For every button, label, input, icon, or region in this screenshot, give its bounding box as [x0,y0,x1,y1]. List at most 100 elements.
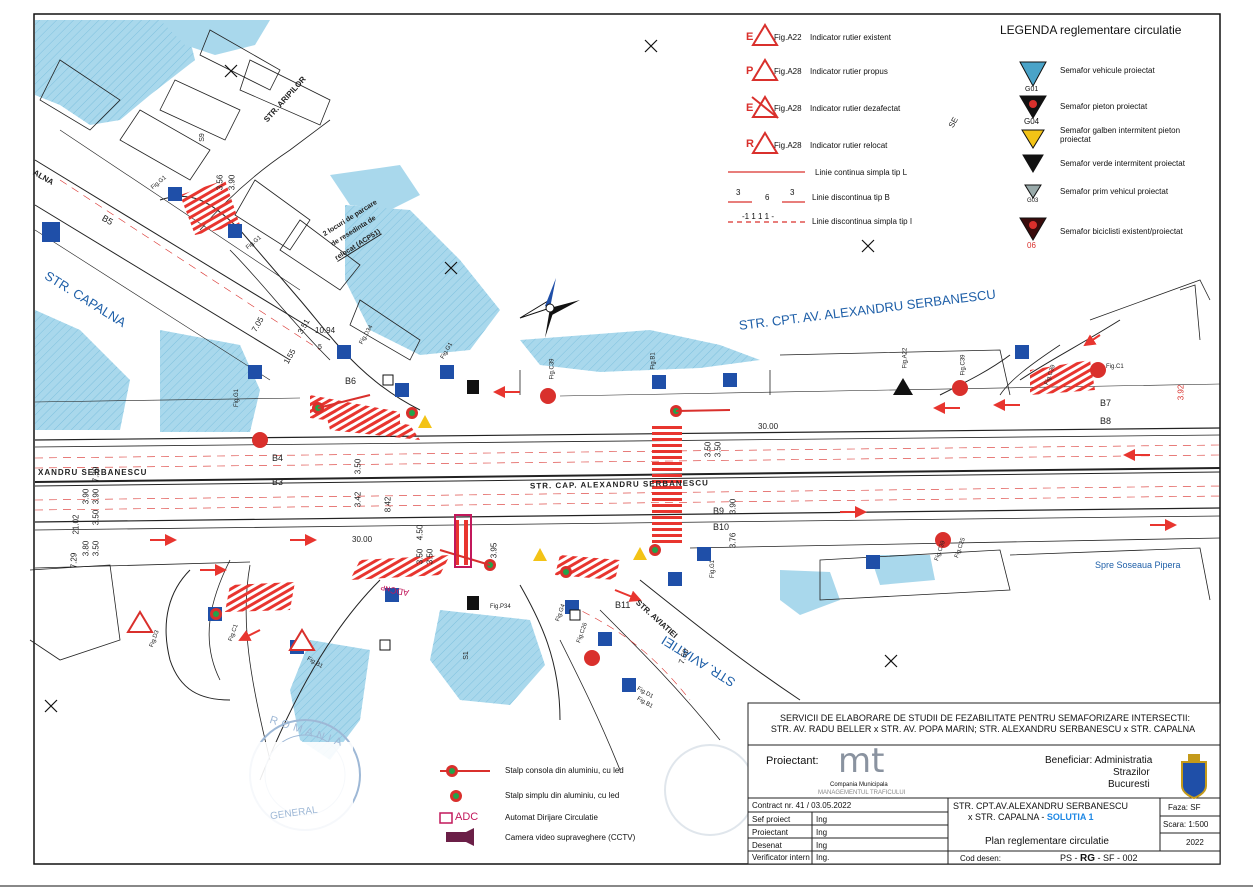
legend-left-letter-2: E [746,102,754,114]
dimension-label: 3.90 [728,498,738,515]
signal-poles [210,394,731,620]
direction-label-pipera: Spre Soseaua Pipera [1095,560,1181,570]
legend-right-symbols [1019,61,1047,241]
sheet-frame [33,13,1221,865]
legend-line-mark: -1 1 1 1 - [742,212,775,221]
direction-arrows [150,334,1177,641]
legend-right-text-3: Semafor verde intermitent proiectat [1060,159,1185,168]
legend-left-text-0: Indicator rutier existent [810,33,891,42]
legend-line-mark: 6 [765,193,770,202]
legend-left-fig-0: Fig.A22 [774,33,802,42]
role-sef-proiect: Sef proiect [752,815,791,824]
legend-left-letter-3: R [746,138,754,150]
street-serbanescu-left: XANDRU SERBANESCU [38,468,148,477]
dimension-label: 3.90 [81,488,91,505]
legend-left-text-2: Indicator rutier dezafectat [810,104,901,113]
name-proiectant: Ing [816,828,828,837]
dimension-label: 30.00 [758,422,779,431]
dimension-label: 8.42 [383,496,393,513]
dimension-label: 3.50 [353,458,363,475]
fig-label: Fig.B1 [650,352,657,370]
stop-b11: B11 [615,600,631,610]
role-proiectant: Proiectant [752,828,789,837]
fig-label: Fig.A22 [902,347,909,369]
stop-b9: B9 [713,506,725,516]
legend-left-fig-2: Fig.A28 [774,104,802,113]
beneficiar-line-3: Bucuresti [1108,779,1150,790]
crosswalks [180,180,1095,612]
title-block-header: SERVICII DE ELABORARE DE STUDII DE FEZAB… [779,713,1191,723]
legend-bottom-text-2: Automat Dirijare Circulatie [505,813,598,822]
fig-label: Fig.G1 [234,388,241,408]
name-verificator: Ing. [816,853,830,862]
dimension-label: 30.00 [352,535,373,544]
dimension-label: 3.92 [1176,384,1186,401]
legend-line-mark: 3 [736,188,741,197]
road-signs [42,187,1106,692]
legend-bottom-tag-2: ADC [455,811,479,823]
dimension-label: 3.50 [415,548,425,565]
legend-right-code-1: G04 [1024,117,1040,126]
title-block-header-2: STR. AV. RADU BELLER x STR. AV. POPA MAR… [770,724,1196,734]
dimension-label: 10.94 [315,326,336,335]
dimension-label: 3.80 [81,540,91,557]
dimension-label: 3.42 [353,491,363,508]
dimension-label: 3.90 [91,488,101,505]
legend-bottom-text-1: Stalp simplu din aluminiu, cu led [505,791,620,800]
scara-label: Scara: 1:500 [1163,820,1209,829]
fig-label: Fig.P34 [490,604,511,610]
dimension-label: 4.50 [415,524,425,541]
company-name-2: MANAGEMENTUL TRAFICULUI [818,790,906,796]
legend-right-text-2: Semafor galben intermitent pieton proiec… [1060,126,1181,144]
stamp-mask [118,742,353,862]
legend-right-code-5: 06 [1027,241,1036,250]
legend-right-text-4: Semafor prim vehicul proiectat [1060,187,1169,196]
cod-desen-value: PS - RG - SF - 002 [1060,853,1138,864]
legend-left-line-1: Linie discontinua tip B [812,193,890,202]
dimension-label: 3.95 [489,542,499,559]
legend-left-fig-3: Fig.A28 [774,141,802,150]
building-outlines [29,29,1211,661]
beneficiar-line-2: Strazilor [1113,767,1150,778]
adc-cabinet [454,514,472,568]
role-verificator: Verificator intern [752,853,810,862]
dimension-label: 7.29 [69,552,79,569]
dimension-label: 3.50 [425,548,435,565]
fig-label: Fig.G1 [710,559,717,579]
stop-b8: B8 [1100,416,1112,426]
legend-bottom-text-3: Camera video supraveghere (CCTV) [505,833,636,842]
fig-label: Fig.C39 [960,354,967,376]
dimension-label: 3.50 [91,540,101,557]
year-label: 2022 [1186,838,1204,847]
road-lines [34,119,1221,781]
faza-label: Faza: SF [1168,803,1201,812]
cod-desen-label: Cod desen: [960,854,1001,863]
fig-label: Fig.C1 [1106,364,1124,370]
legend-left-symbols [728,23,805,223]
legend-right-text-5: Semafor biciclisti existent/proiectat [1060,227,1183,236]
dimension-label: 3.76 [728,532,738,549]
cod-desen-prefix: PS - [1060,853,1081,863]
dimension-label: 3.56 [215,174,225,191]
stop-b4: B4 [272,453,284,463]
solution-label: SOLUTIA 1 [1046,812,1094,822]
legend-right-code-0: G01 [1025,86,1039,93]
beneficiar-line-1: Beneficiar: Administratia [1045,755,1153,766]
section-mark: 5 [318,344,322,351]
project-name-2: x STR. CAPALNA - SOLUTIA 1 [968,812,1094,822]
legend-bottom-symbols [439,765,490,846]
company-logo: mt [838,741,885,781]
dimension-label: 3.90 [227,174,237,191]
north-arrow [519,278,580,338]
dimension-label: 3.50 [713,441,723,458]
dimension-label: 3.50 [703,441,713,458]
section-mark: S9 [198,133,206,142]
legend-line-mark: 3 [790,188,795,197]
name-desenat: Ing [816,841,828,850]
legend-left-text-3: Indicator rutier relocat [810,141,888,150]
section-mark: S1 [462,651,470,660]
dimension-label: 7.39 [91,466,101,483]
stop-b3: B3 [272,477,284,487]
